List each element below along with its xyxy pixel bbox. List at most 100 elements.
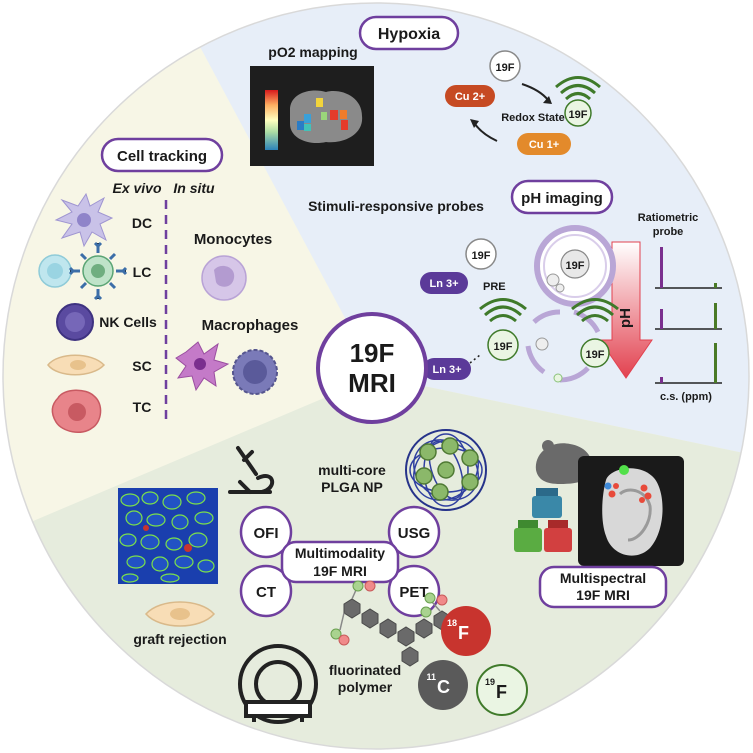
svg-text:19F: 19F xyxy=(472,250,491,262)
spectrum3-peak-a xyxy=(660,377,663,383)
svg-text:F: F xyxy=(458,623,469,643)
center-label-line2: MRI xyxy=(348,368,396,398)
svg-text:19F: 19F xyxy=(586,349,605,361)
center-node xyxy=(316,312,428,424)
po2-colorbar xyxy=(265,90,278,150)
macrophage-icon-dark xyxy=(232,349,278,395)
ln3-label-bottom: Ln 3+ xyxy=(432,364,461,376)
multispectral-pill xyxy=(538,565,668,609)
spectrum1-peak-a xyxy=(660,247,663,288)
fluorine-active-hypoxia xyxy=(564,99,592,127)
multispectral-title-line2: 19F MRI xyxy=(576,587,630,603)
svg-text:CT: CT xyxy=(256,584,276,601)
multispectral-title-line1: Multispectral xyxy=(560,570,646,586)
svg-text:19F: 19F xyxy=(569,109,588,121)
multimodality-title-line1: Multimodality xyxy=(295,545,385,561)
green-hotspot xyxy=(619,465,629,475)
cell-label-nk: NK Cells xyxy=(99,314,157,330)
stem-cell-icon xyxy=(47,354,106,376)
nk-cell-icon xyxy=(56,303,94,341)
lymphocyte-icon xyxy=(38,254,72,288)
cell-tracking-pill xyxy=(100,137,224,173)
monocytes-label: Monocytes xyxy=(194,231,272,248)
modality-ofi xyxy=(239,505,293,559)
vial-blue-icon xyxy=(532,488,562,518)
hypoxia-pill xyxy=(358,15,460,51)
signal-waves-ph-left xyxy=(479,298,527,323)
cell-label-tc: TC xyxy=(133,399,152,415)
multimodality-title-line2: 19F MRI xyxy=(313,563,367,579)
nanoparticle-label-line1: multi-core xyxy=(318,462,386,478)
svg-text:18: 18 xyxy=(447,618,457,628)
heart-anatomy xyxy=(602,468,663,556)
probe-label: probe xyxy=(653,226,684,238)
isotope-18f xyxy=(441,606,491,656)
cu1-label: Cu 1+ xyxy=(529,139,559,151)
svg-text:PET: PET xyxy=(399,584,428,601)
isotope-19f xyxy=(476,664,528,716)
graft-cell-icon xyxy=(145,601,215,627)
macrophage-icon-purple xyxy=(175,341,230,392)
ln3-pill-top xyxy=(420,272,468,294)
fluorine-active-ph-right xyxy=(580,338,610,368)
ratiometric-label: Ratiometric xyxy=(638,212,699,224)
center-label-line1: 19F xyxy=(350,338,395,368)
svg-text:F: F xyxy=(496,682,507,702)
svg-text:C: C xyxy=(437,677,450,697)
po2-mapping-label: pO2 mapping xyxy=(268,44,357,60)
modality-ct xyxy=(239,564,293,618)
svg-text:OFI: OFI xyxy=(254,525,279,542)
antibody-lymphocyte-icon xyxy=(68,241,128,301)
polymer-label-line1: fluorinated xyxy=(329,662,401,678)
fluorine-in-liposome xyxy=(560,249,590,279)
pre-label: PRE xyxy=(483,281,506,293)
cu1-pill xyxy=(517,133,571,155)
cell-label-lc: LC xyxy=(133,264,152,280)
svg-text:19F: 19F xyxy=(494,341,513,353)
in-situ-label: In situ xyxy=(173,180,215,196)
fluorine-active-ph-left xyxy=(487,329,519,361)
polymer-label-line2: polymer xyxy=(338,679,393,695)
fluorine-atom-hypoxia xyxy=(489,50,521,82)
redox-arrow-top xyxy=(521,83,549,101)
ln3-pill-bottom xyxy=(423,358,471,380)
macrophages-label: Macrophages xyxy=(202,317,299,334)
microscopy-image xyxy=(118,488,218,584)
ex-vivo-label: Ex vivo xyxy=(112,180,161,196)
signal-waves-ph-right xyxy=(571,298,619,323)
hypoxia-title: Hypoxia xyxy=(378,26,440,43)
ratiometric-spectra xyxy=(655,247,722,384)
spectrum2-peak-b xyxy=(714,303,717,329)
modality-usg xyxy=(387,505,441,559)
spectrum1-peak-b xyxy=(714,283,717,288)
stimuli-responsive-label: Stimuli-responsive probes xyxy=(308,198,484,214)
ct-scanner-icon xyxy=(238,644,318,724)
cu2-label: Cu 2+ xyxy=(455,91,485,103)
cu2-pill xyxy=(445,85,495,107)
fluorine-label: 19F xyxy=(496,62,515,74)
ln3-label-top: Ln 3+ xyxy=(429,278,458,290)
signal-waves-hypoxia xyxy=(555,76,601,101)
cell-label-sc: SC xyxy=(132,358,151,374)
spectrum3-peak-b xyxy=(714,343,717,383)
vial-green-icon xyxy=(514,520,542,552)
multimodality-pill xyxy=(280,540,400,584)
po2-voxels xyxy=(297,98,348,131)
multispectral-hotspots xyxy=(604,482,652,503)
vial-red-icon xyxy=(544,520,572,552)
ph-imaging-title: pH imaging xyxy=(521,190,603,207)
cell-tracking-title: Cell tracking xyxy=(117,148,207,165)
tumor-cell-icon xyxy=(51,389,102,434)
fluorine-atom-pre xyxy=(465,238,497,270)
isotope-11c xyxy=(418,660,468,710)
microscope-icon xyxy=(228,446,274,494)
svg-text:11: 11 xyxy=(426,672,436,682)
disrupted-liposome xyxy=(525,309,601,383)
svg-text:19F: 19F xyxy=(566,260,585,272)
dendritic-cell-icon xyxy=(54,192,114,248)
graft-rejection-label: graft rejection xyxy=(133,631,226,647)
ph-imaging-pill xyxy=(510,179,614,215)
